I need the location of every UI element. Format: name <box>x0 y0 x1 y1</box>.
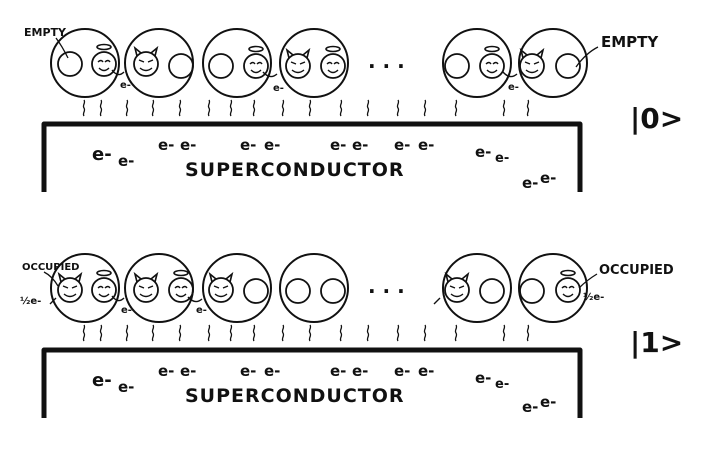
callout-arrow <box>55 37 69 59</box>
svg-text:e-: e- <box>495 151 509 166</box>
superconductor-slab <box>41 347 583 418</box>
superconductor-slab <box>41 121 583 192</box>
atom <box>279 28 349 98</box>
svg-text:e-: e- <box>330 136 346 154</box>
angel-face-icon <box>555 269 581 303</box>
svg-text:e-: e- <box>522 174 538 192</box>
right-callout-label: EMPTY <box>601 33 659 51</box>
empty-site-icon <box>208 53 234 79</box>
svg-text:e-: e- <box>158 136 174 154</box>
callout-arrow <box>575 46 599 68</box>
svg-text:e-: e- <box>92 370 112 391</box>
state-ket-label: |1> <box>630 326 683 359</box>
svg-text:e-: e- <box>522 398 538 416</box>
pair-bond <box>111 295 203 303</box>
empty-site-icon <box>57 51 83 77</box>
atom <box>50 28 120 98</box>
devil-face-icon <box>285 49 311 79</box>
devil-face-icon <box>519 49 545 79</box>
svg-text:e-: e- <box>352 362 368 380</box>
svg-text:e-: e- <box>264 362 280 380</box>
svg-text:e-: e- <box>118 152 134 170</box>
state-ket-label: |0> <box>630 102 683 135</box>
atom <box>442 28 512 98</box>
svg-text:e-: e- <box>394 136 410 154</box>
atom-chain <box>50 253 588 323</box>
left-callout-label: EMPTY <box>24 26 67 39</box>
svg-text:e-: e- <box>118 378 134 396</box>
atom <box>50 253 120 323</box>
atom <box>518 253 588 323</box>
svg-text:e-: e- <box>475 369 491 387</box>
angel-face-icon <box>320 45 346 79</box>
svg-text:e-: e- <box>264 136 280 154</box>
empty-site-icon <box>519 278 545 304</box>
svg-text:e-: e- <box>158 362 174 380</box>
bond-electron-label: e- <box>120 80 131 91</box>
empty-site-icon <box>479 278 505 304</box>
svg-text:e-: e- <box>475 143 491 161</box>
devil-face-icon <box>133 273 159 303</box>
svg-text:e-: e- <box>352 136 368 154</box>
panel-ground-state: e- e- e- . . . EMPTY EMPTY <box>24 26 683 192</box>
bond-electron-label: e- <box>121 305 132 316</box>
left-callout-label: OCCUPIED <box>22 262 79 273</box>
svg-text:e-: e- <box>495 377 509 392</box>
superconductor-label: SUPERCONDUCTOR <box>185 385 405 407</box>
atom-chain <box>50 28 588 98</box>
empty-site-icon <box>285 278 311 304</box>
atom <box>279 253 349 323</box>
superconductor-label: SUPERCONDUCTOR <box>185 159 405 181</box>
dangling-bond <box>49 297 441 305</box>
bond-electron-label: e- <box>273 83 284 94</box>
callout-arrow <box>43 271 59 287</box>
svg-text:e-: e- <box>394 362 410 380</box>
cooper-electrons: e- e- e- e- e- e- e- e- e- e- e- e- e- e… <box>92 136 556 192</box>
angel-face-icon <box>168 269 194 303</box>
empty-site-icon <box>168 53 194 79</box>
atom <box>202 28 272 98</box>
svg-text:e-: e- <box>240 362 256 380</box>
svg-text:e-: e- <box>418 136 434 154</box>
devil-face-icon <box>57 273 83 303</box>
svg-text:e-: e- <box>540 169 556 187</box>
coupling-squiggles <box>82 99 530 117</box>
devil-face-icon <box>208 273 234 303</box>
half-electron-label: ½e- <box>583 292 604 303</box>
svg-text:e-: e- <box>240 136 256 154</box>
angel-face-icon <box>479 45 505 79</box>
coupling-squiggles <box>82 324 530 342</box>
panel-excited-state: e- e- . . . OCCUPIED OCCUPIED ½e- ½e- <box>20 253 683 418</box>
devil-face-icon <box>444 273 470 303</box>
atom <box>518 28 588 98</box>
svg-text:e-: e- <box>92 144 112 165</box>
svg-text:e-: e- <box>180 136 196 154</box>
atom <box>124 28 194 98</box>
chain-ellipsis: . . . <box>368 274 405 298</box>
empty-site-icon <box>243 278 269 304</box>
svg-text:e-: e- <box>180 362 196 380</box>
empty-site-icon <box>444 53 470 79</box>
devil-face-icon <box>133 47 159 77</box>
bond-electron-label: e- <box>508 82 519 93</box>
empty-site-icon <box>320 278 346 304</box>
svg-text:e-: e- <box>418 362 434 380</box>
pair-bond <box>111 69 518 78</box>
chain-ellipsis: . . . <box>368 49 405 73</box>
svg-text:e-: e- <box>330 362 346 380</box>
cooper-electrons: e- e- e- e- e- e- e- e- e- e- e- e- e- e… <box>92 362 556 416</box>
right-callout-label: OCCUPIED <box>599 263 674 278</box>
atom <box>202 253 272 323</box>
svg-text:e-: e- <box>540 393 556 411</box>
half-electron-label: ½e- <box>20 296 41 307</box>
callout-arrow <box>578 273 598 289</box>
atom <box>442 253 512 323</box>
bond-electron-label: e- <box>196 305 207 316</box>
